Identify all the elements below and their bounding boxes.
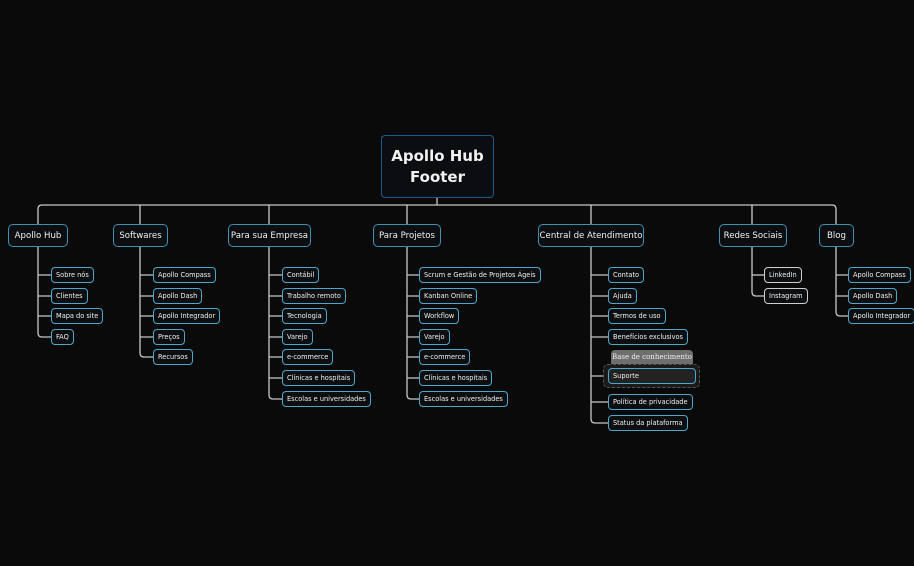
root-node[interactable]: Apollo Hub Footer — [381, 135, 494, 198]
subtopic-label: Escolas e universidades — [287, 395, 366, 403]
subtopic-label: Escolas e universidades — [424, 395, 503, 403]
boundary-label[interactable]: Base de conhecimento — [611, 350, 693, 364]
subtopic[interactable]: FAQ — [51, 329, 74, 345]
subtopic-label: Preços — [158, 333, 180, 341]
subtopic[interactable]: Clientes — [51, 288, 88, 304]
subtopic[interactable]: Clínicas e hospitais — [419, 370, 493, 386]
subtopic-selected[interactable]: Suporte — [608, 368, 696, 384]
subtopic-label: LinkedIn — [769, 271, 797, 279]
subtopic-label: Apollo Compass — [158, 271, 211, 279]
subtopic-label: Mapa do site — [56, 312, 99, 320]
subtopic[interactable]: Varejo — [282, 329, 313, 345]
subtopic[interactable]: Apollo Dash — [153, 288, 203, 304]
subtopic[interactable]: Clínicas e hospitais — [282, 370, 356, 386]
subtopic[interactable]: Mapa do site — [51, 308, 104, 324]
subtopic[interactable]: Benefícios exclusivos — [608, 329, 688, 345]
subtopic-label: Tecnologia — [287, 312, 322, 320]
subtopic[interactable]: e-commerce — [419, 349, 471, 365]
topic-label: Central de Atendimento — [539, 230, 643, 241]
subtopic[interactable]: Status da plataforma — [608, 415, 688, 431]
subtopic-label: Sobre nós — [56, 271, 89, 279]
subtopic[interactable]: Apollo Integrador — [848, 308, 914, 324]
subtopic[interactable]: Trabalho remoto — [282, 288, 346, 304]
subtopic-label: Termos de uso — [613, 312, 661, 320]
root-title-line2: Footer — [410, 167, 465, 186]
topic-central-de-atendimento[interactable]: Central de Atendimento — [538, 224, 644, 247]
topic-blog[interactable]: Blog — [819, 224, 854, 247]
subtopic-label: Suporte — [613, 372, 639, 380]
subtopic[interactable]: Tecnologia — [282, 308, 327, 324]
subtopic[interactable]: Varejo — [419, 329, 450, 345]
subtopic[interactable]: Apollo Compass — [153, 267, 216, 283]
subtopic-label: Apollo Integrador — [158, 312, 216, 320]
topic-softwares[interactable]: Softwares — [113, 224, 168, 247]
subtopic[interactable]: Política de privacidade — [608, 394, 693, 410]
subtopic-label: Apollo Integrador — [853, 312, 911, 320]
topic-para-projetos[interactable]: Para Projetos — [373, 224, 441, 247]
topic-label: Redes Sociais — [723, 230, 783, 241]
subtopic-label: Contato — [613, 271, 640, 279]
subtopic-label: Apollo Dash — [853, 292, 893, 300]
topic-label: Blog — [827, 230, 846, 241]
subtopic-label: Scrum e Gestão de Projetos Ágeis — [424, 271, 536, 279]
subtopic[interactable]: Apollo Dash — [848, 288, 898, 304]
topic-para-sua-empresa[interactable]: Para sua Empresa — [228, 224, 311, 247]
subtopic[interactable]: Sobre nós — [51, 267, 94, 283]
subtopic[interactable]: Preços — [153, 329, 185, 345]
subtopic-label: Política de privacidade — [613, 398, 688, 406]
subtopic-label: Kanban Online — [424, 292, 473, 300]
subtopic-label: Contábil — [287, 271, 315, 279]
topic-label: Apollo Hub — [14, 230, 62, 241]
subtopic-label: Ajuda — [613, 292, 632, 300]
subtopic-label: Clientes — [56, 292, 83, 300]
subtopic-label: Benefícios exclusivos — [613, 333, 683, 341]
subtopic-label: Varejo — [287, 333, 308, 341]
subtopic[interactable]: Instagram — [764, 288, 808, 304]
subtopic[interactable]: Kanban Online — [419, 288, 478, 304]
subtopic-label: e-commerce — [287, 353, 329, 361]
root-title-line1: Apollo Hub — [391, 146, 484, 165]
subtopic[interactable]: Ajuda — [608, 288, 637, 304]
topic-apollo-hub[interactable]: Apollo Hub — [8, 224, 68, 247]
subtopic[interactable]: Contato — [608, 267, 645, 283]
subtopic[interactable]: LinkedIn — [764, 267, 802, 283]
topic-label: Para Projetos — [378, 230, 435, 241]
subtopic[interactable]: Escolas e universidades — [282, 391, 371, 407]
subtopic-label: Varejo — [424, 333, 445, 341]
subtopic[interactable]: Termos de uso — [608, 308, 666, 324]
subtopic[interactable]: e-commerce — [282, 349, 334, 365]
topic-redes-sociais[interactable]: Redes Sociais — [719, 224, 787, 247]
subtopic-label: Status da plataforma — [613, 419, 683, 427]
topic-label: Para sua Empresa — [230, 230, 309, 241]
subtopic[interactable]: Recursos — [153, 349, 193, 365]
subtopic-label: Workflow — [424, 312, 455, 320]
subtopic[interactable]: Contábil — [282, 267, 320, 283]
subtopic[interactable]: Workflow — [419, 308, 460, 324]
topic-label: Softwares — [119, 230, 162, 241]
subtopic-label: Apollo Dash — [158, 292, 198, 300]
subtopic[interactable]: Apollo Compass — [848, 267, 911, 283]
subtopic-label: Clínicas e hospitais — [424, 374, 488, 382]
subtopic[interactable]: Apollo Integrador — [153, 308, 221, 324]
subtopic[interactable]: Scrum e Gestão de Projetos Ágeis — [419, 267, 541, 283]
subtopic-label: e-commerce — [424, 353, 466, 361]
subtopic-label: Recursos — [158, 353, 188, 361]
subtopic-label: Apollo Compass — [853, 271, 906, 279]
subtopic-label: Clínicas e hospitais — [287, 374, 351, 382]
subtopic-label: FAQ — [56, 333, 69, 341]
subtopic-label: Trabalho remoto — [287, 292, 341, 300]
subtopic[interactable]: Escolas e universidades — [419, 391, 508, 407]
subtopic-label: Instagram — [769, 292, 803, 300]
